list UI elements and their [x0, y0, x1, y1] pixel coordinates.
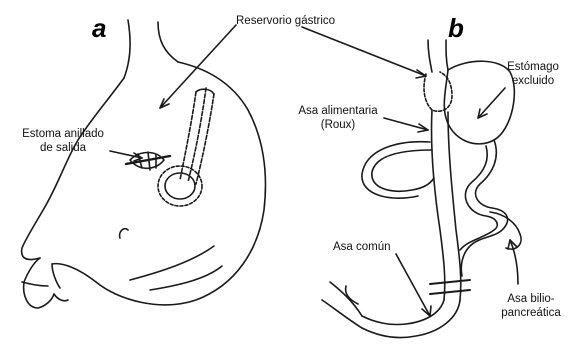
label-asa-alimentaria-line1: Asa alimentaria [288, 104, 388, 118]
label-asa-alimentaria-line2: (Roux) [288, 118, 388, 132]
label-estoma-line2: de salida [8, 141, 118, 155]
panel-label-a: a [92, 14, 106, 42]
label-asa-alimentaria: Asa alimentaria (Roux) [288, 104, 388, 132]
label-asa-comun: Asa común [333, 240, 391, 254]
label-asa-bilio: Asa bilio- pancreática [498, 292, 564, 320]
label-estomago-line2: excluido [500, 74, 566, 88]
label-estomago-line1: Estómago [500, 60, 566, 74]
stomach-a [22, 20, 266, 308]
label-estoma-line1: Estoma anillado [8, 127, 118, 141]
label-estoma: Estoma anillado de salida [8, 127, 118, 155]
label-reservorio: Reservorio gástrico [236, 14, 335, 28]
label-estomago: Estómago excluido [500, 60, 566, 88]
label-asa-bilio-line1: Asa bilio- [498, 292, 564, 306]
panel-label-b: b [448, 14, 464, 42]
stomach-b [302, 27, 521, 338]
label-asa-bilio-line2: pancreática [498, 306, 564, 320]
